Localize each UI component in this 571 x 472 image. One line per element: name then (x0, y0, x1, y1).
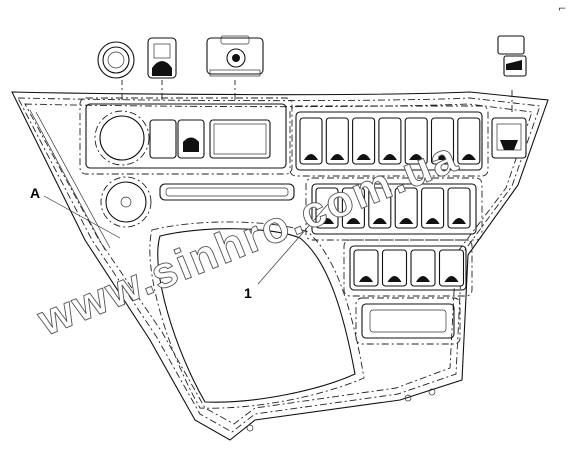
watermark-text: www.sinhro.com.ua (30, 132, 465, 346)
top-row-switch-1 (299, 117, 323, 165)
exploded-display-module (206, 35, 264, 77)
callout-1: 1 (244, 203, 329, 301)
lower-row-switch-3-rocker (416, 276, 430, 282)
top-row-switch-6-rocker (435, 154, 450, 160)
lower-cutout (149, 221, 365, 409)
lower-row-switch-1 (353, 249, 379, 287)
middle-row-switch-5-rocker (425, 218, 440, 224)
panel-outline (11, 91, 549, 441)
top-row-switch-3-rocker (356, 154, 371, 160)
top-row-switch-3 (352, 117, 376, 165)
knob-socket (99, 115, 145, 161)
middle-row-switch-6-rocker (452, 218, 466, 224)
lower-switch-row (343, 239, 473, 297)
top-row-switch-5 (404, 117, 428, 165)
lower-row-switch-3 (410, 249, 436, 287)
middle-row-switch-4-rocker (399, 218, 414, 224)
middle-row-switch-5 (421, 187, 445, 229)
corner-mark: ⌐ (558, 4, 566, 15)
exploded-right-switch (497, 35, 527, 77)
callout-1-label: 1 (244, 285, 252, 301)
middle-row-switch-2-rocker (346, 218, 361, 224)
callout-a: A (30, 185, 121, 239)
top-row-switch-1-rocker (304, 154, 318, 160)
right-single-switch (491, 88, 527, 159)
lower-row-switch-4 (438, 249, 465, 287)
left-switch-group (79, 80, 293, 175)
mounting-holes (246, 388, 436, 432)
top-row-switch-2-rocker (330, 154, 345, 160)
top-row-switch-4-rocker (382, 154, 397, 160)
middle-row-switch-3 (368, 187, 392, 229)
top-row-switch-7 (457, 117, 481, 165)
middle-row-switch-1 (315, 187, 339, 229)
left-round-socket (100, 176, 152, 228)
middle-row-switch-2 (341, 187, 365, 229)
lower-row-switch-2 (381, 249, 408, 287)
middle-row-switch-4 (394, 187, 418, 229)
top-row-switch-2 (325, 117, 349, 165)
horizontal-slot (159, 183, 295, 201)
callout-a-label: A (30, 185, 40, 201)
middle-row-switch-1-rocker (320, 218, 334, 224)
top-row-switch-6 (430, 117, 455, 165)
middle-row-switch-6 (447, 187, 471, 229)
lower-row-switch-1-rocker (359, 276, 373, 282)
top-row-switch-5-rocker (409, 154, 424, 160)
switch-slot-1 (149, 119, 177, 159)
display-slot (209, 119, 271, 159)
bottom-slot (355, 297, 461, 345)
lower-row-switch-2-rocker (387, 276, 402, 282)
top-row-switch-4 (378, 117, 402, 165)
middle-row-switch-3-rocker (372, 218, 387, 224)
exploded-switch (147, 37, 177, 79)
top-row-switch-7-rocker (461, 154, 476, 160)
exploded-knob (97, 41, 135, 79)
top-switch-row (289, 105, 489, 177)
lower-row-switch-4-rocker (444, 276, 459, 282)
middle-switch-row (305, 177, 483, 241)
